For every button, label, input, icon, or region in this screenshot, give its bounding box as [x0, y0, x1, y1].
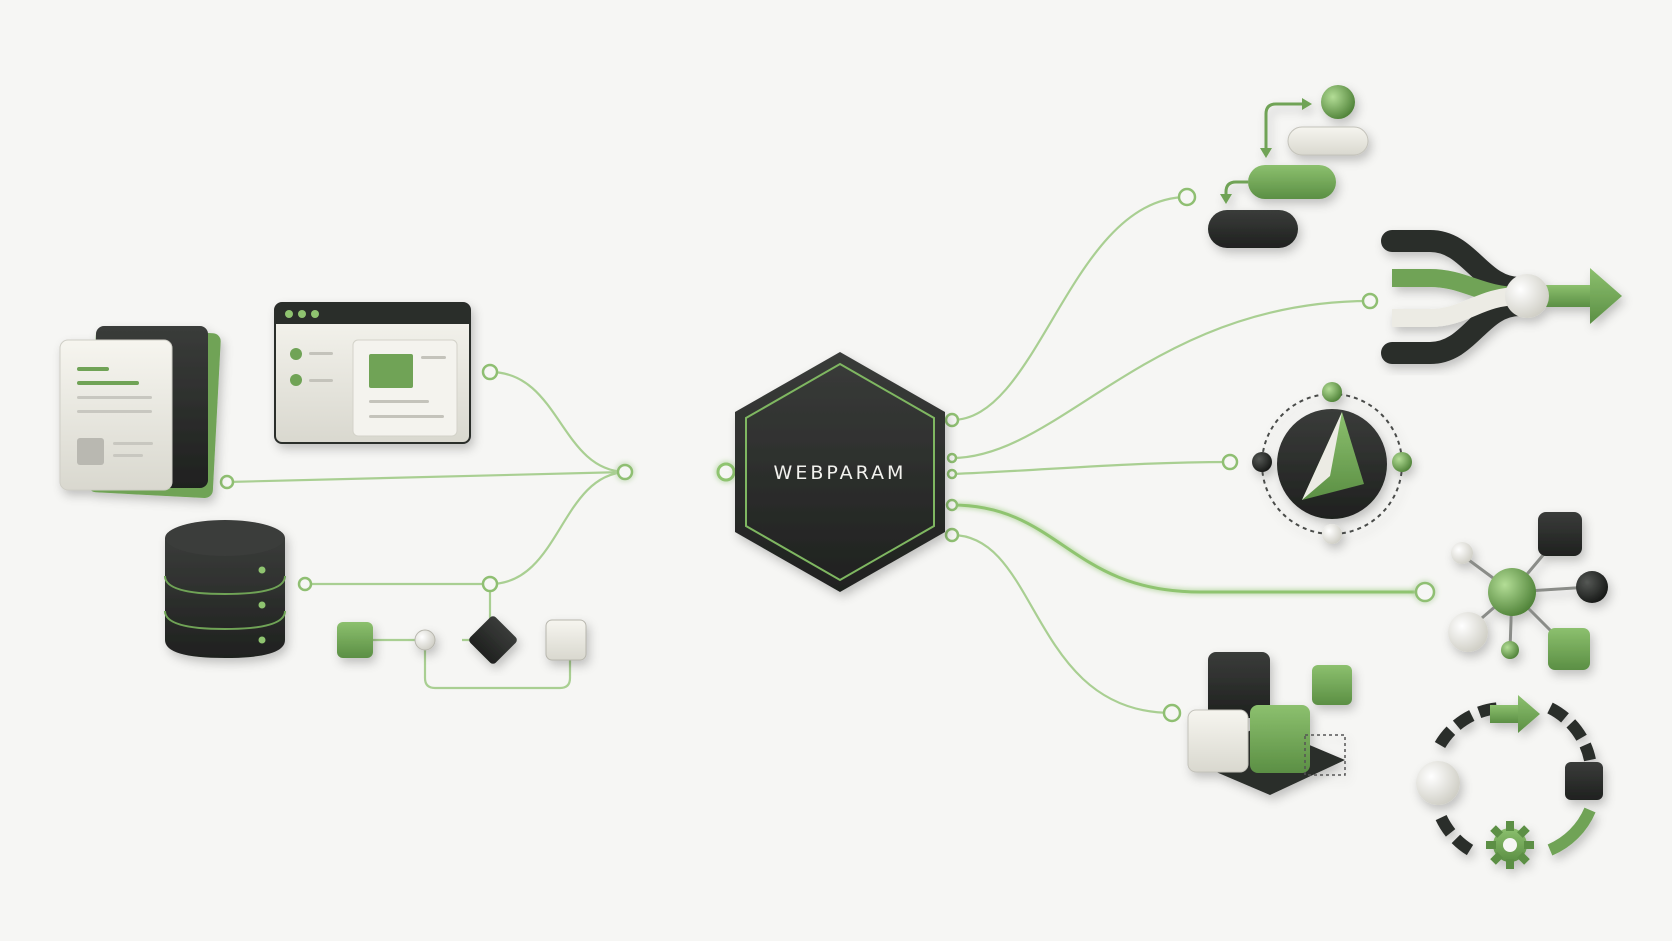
connector-database [305, 470, 626, 586]
hub-hexagon [735, 352, 945, 592]
connector-step-flow [951, 195, 1188, 422]
connector-compass [951, 460, 1231, 476]
flowchart-icon [337, 616, 587, 664]
step-flow-icon [1208, 85, 1369, 248]
connector-workflow [372, 584, 572, 690]
connector-lines [226, 195, 1425, 715]
connector-network [951, 503, 1425, 594]
documents-icon [59, 326, 221, 498]
connector-browser [489, 370, 626, 474]
connector-nodes [219, 187, 1436, 723]
connector-merge [951, 299, 1371, 460]
cycle-gear-icon [1416, 695, 1603, 869]
connector-cubes [951, 533, 1173, 715]
hub-hexagon-outline [745, 362, 935, 582]
merge-arrow-icon [1381, 230, 1622, 364]
database-icon [164, 520, 286, 658]
compass-icon [1252, 382, 1412, 544]
connector-documents [226, 470, 626, 484]
cubes-icon [1187, 652, 1352, 795]
network-graph-icon [1448, 512, 1608, 670]
hub[interactable]: WEBPARAM [735, 352, 945, 592]
hub-label: WEBPARAM [774, 462, 907, 484]
browser-window-icon [274, 302, 471, 444]
